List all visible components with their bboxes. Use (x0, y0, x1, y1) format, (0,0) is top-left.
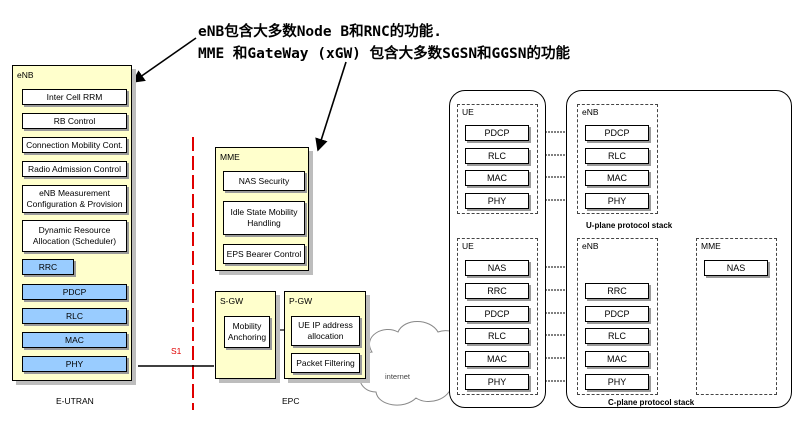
pgw-function-packet-filtering: Packet Filtering (291, 353, 360, 373)
epc-caption: EPC (282, 396, 300, 406)
cplane-mme-nas: NAS (704, 260, 768, 276)
cplane-ue-pdcp: PDCP (465, 306, 529, 322)
uplane-ue-rlc: RLC (465, 148, 529, 164)
s1-label: S1 (171, 346, 182, 356)
uplane-enb-title: eNB (582, 107, 599, 117)
sgw-panel-title: S-GW (220, 296, 244, 306)
enb-layer-rrc: RRC (22, 259, 74, 275)
uplane-ue-pdcp: PDCP (465, 125, 529, 141)
enb-function-scheduler: Dynamic Resource Allocation (Scheduler) (22, 220, 127, 252)
cplane-enb-title: eNB (582, 241, 599, 251)
eutran-caption: E-UTRAN (56, 396, 94, 406)
enb-function-radio-admission: Radio Admission Control (22, 161, 127, 177)
cplane-ue-title: UE (462, 241, 474, 251)
cplane-ue-rrc: RRC (465, 283, 529, 299)
annotation-line-2: MME 和GateWay (xGW) 包含大多数SGSN和GGSN的功能 (198, 46, 570, 62)
mme-panel-title: MME (220, 152, 240, 162)
enb-layer-rlc: RLC (22, 308, 127, 324)
enb-panel-title: eNB (17, 70, 34, 80)
cplane-enb-phy: PHY (585, 374, 649, 390)
annotation-line-1: eNB包含大多数Node B和RNC的功能. (198, 24, 442, 40)
uplane-enb-rlc: RLC (585, 148, 649, 164)
cplane-enb-rlc: RLC (585, 328, 649, 344)
enb-function-rb-control: RB Control (22, 113, 127, 129)
mme-function-idle-mobility: Idle State Mobility Handling (223, 201, 305, 235)
enb-function-measurement: eNB Measurement Configuration & Provisio… (22, 185, 127, 213)
enb-layer-pdcp: PDCP (22, 284, 127, 300)
uplane-enb-phy: PHY (585, 193, 649, 209)
cplane-ue-phy: PHY (465, 374, 529, 390)
uplane-ue-mac: MAC (465, 170, 529, 186)
enb-function-inter-cell-rrm: Inter Cell RRM (22, 89, 127, 105)
uplane-ue-phy: PHY (465, 193, 529, 209)
cplane-enb-rrc: RRC (585, 283, 649, 299)
internet-label: internet (385, 372, 411, 381)
cplane-enb-mac: MAC (585, 351, 649, 367)
uplane-enb-pdcp: PDCP (585, 125, 649, 141)
mme-function-eps-bearer: EPS Bearer Control (223, 244, 305, 264)
enb-layer-mac: MAC (22, 332, 127, 348)
uplane-ue-title: UE (462, 107, 474, 117)
annotation-arrow-mme (315, 61, 347, 152)
mme-function-nas-security: NAS Security (223, 171, 305, 191)
uplane-caption: U-plane protocol stack (586, 221, 673, 230)
enb-layer-phy: PHY (22, 356, 127, 372)
pgw-panel-title: P-GW (289, 296, 313, 306)
cplane-ue-nas: NAS (465, 260, 529, 276)
enb-function-connection-mobility: Connection Mobility Cont. (22, 137, 127, 153)
pgw-function-ue-ip: UE IP address allocation (291, 316, 360, 346)
uplane-enb-mac: MAC (585, 170, 649, 186)
cplane-ue-mac: MAC (465, 351, 529, 367)
cplane-caption: C-plane protocol stack (608, 398, 695, 407)
cplane-ue-rlc: RLC (465, 328, 529, 344)
cplane-enb-pdcp: PDCP (585, 306, 649, 322)
cplane-mme-title: MME (701, 241, 721, 251)
annotation-arrow-enb (131, 37, 197, 83)
sgw-function-mobility-anchoring: Mobility Anchoring (224, 316, 270, 348)
